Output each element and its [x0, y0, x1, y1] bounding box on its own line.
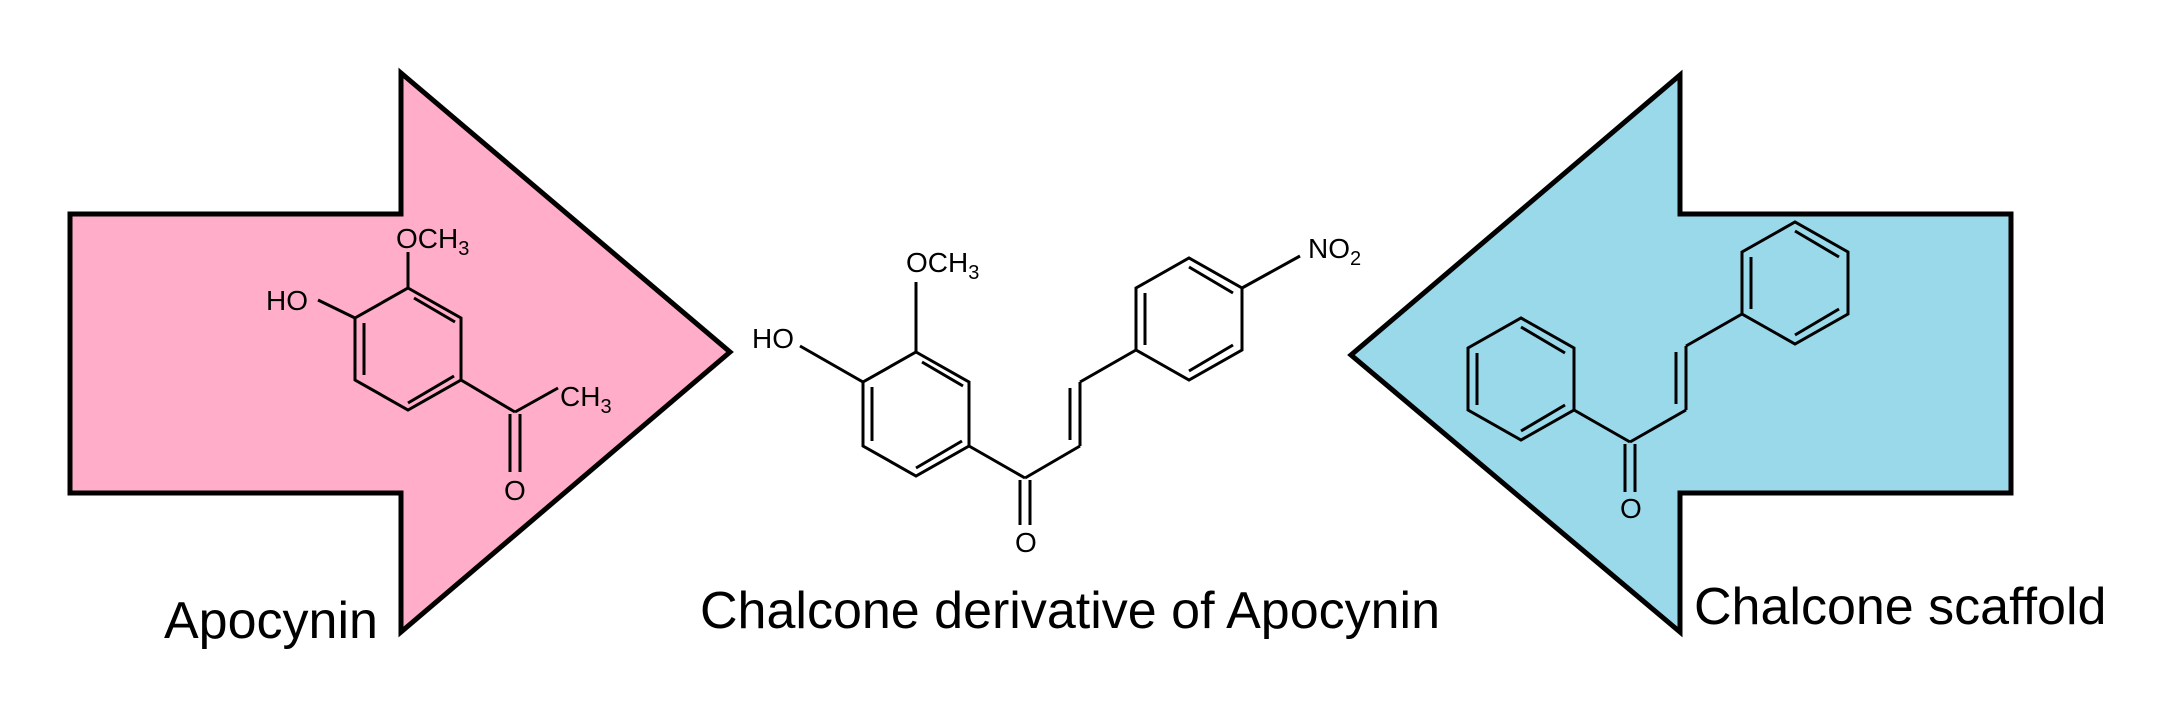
derivative-ring-b-double-2 — [1188, 265, 1234, 295]
caption-chalcone-derivative: Chalcone derivative of Apocynin — [700, 582, 1440, 640]
apocynin-hydroxy-label: HO — [266, 285, 308, 316]
scaffold-ring-a-double-3 — [1520, 403, 1566, 433]
derivative-ring-b — [1134, 256, 1244, 382]
apocynin-hydroxy-bond — [317, 298, 356, 320]
derivative-ring-a-double-2 — [915, 439, 963, 470]
derivative-vinyl-ring-bond — [1079, 348, 1137, 384]
apocynin-methyl-label: CH3 — [560, 381, 612, 418]
apocynin-methyl-bond — [514, 386, 559, 414]
derivative-hydroxy-label: HO — [752, 323, 794, 354]
chalcone-scaffold-structure: O — [1466, 220, 1850, 524]
scaffold-ring-a — [1466, 316, 1576, 442]
scaffold-ring-carbonyl-bond — [1573, 408, 1631, 444]
apocynin-acetyl-bond — [460, 378, 516, 414]
derivative-nitro-bond — [1241, 254, 1301, 290]
derivative-alpha-bond — [1024, 444, 1081, 480]
derivative-ring-a-double-1 — [921, 360, 964, 388]
apocynin-ring-double-2 — [407, 374, 455, 405]
derivative-hydroxy-bond — [799, 344, 864, 384]
derivative-ring-a — [861, 350, 971, 478]
left-arrow — [67, 67, 734, 638]
apocynin-methoxy-label: OCH3 — [396, 223, 469, 260]
scaffold-ring-a-double-1 — [1520, 325, 1566, 355]
derivative-nitro-label: NO2 — [1308, 233, 1361, 270]
scaffold-ring-b-double-3 — [1794, 307, 1840, 337]
caption-chalcone-scaffold: Chalcone scaffold — [1694, 578, 2106, 636]
right-arrow — [1347, 69, 2014, 638]
scaffold-vinyl-ring-bond — [1685, 312, 1743, 348]
derivative-methoxy-label: OCH3 — [906, 247, 979, 284]
apocynin-ring-double-1 — [413, 296, 456, 324]
apocynin-ketone-oxygen: O — [504, 475, 526, 506]
caption-apocynin: Apocynin — [164, 592, 378, 650]
scaffold-ketone-oxygen: O — [1620, 493, 1642, 524]
scaffold-ring-b — [1740, 220, 1850, 346]
derivative-ring-carbonyl-bond — [968, 444, 1026, 480]
scaffold-ring-b-double-2 — [1794, 229, 1840, 259]
chalcone-derivative-structure: OCH3 HO NO2 O — [752, 233, 1361, 558]
derivative-ketone-oxygen: O — [1015, 527, 1037, 558]
apocynin-structure: OCH3 HO CH3 O — [266, 223, 612, 506]
scaffold-alpha-bond — [1629, 408, 1687, 444]
derivative-ring-b-double-3 — [1188, 343, 1234, 373]
